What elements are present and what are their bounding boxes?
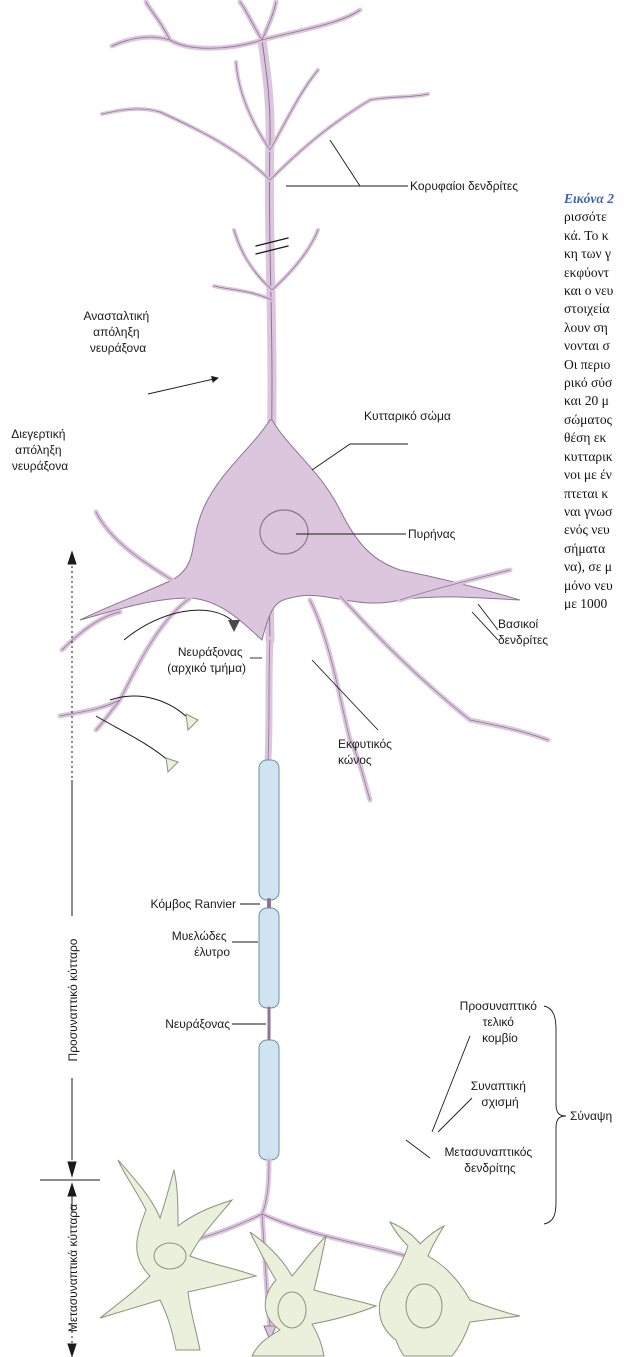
caption-line: ρισσότε (564, 208, 633, 226)
leader-basal (472, 604, 498, 640)
excitatory-terminal (186, 714, 198, 730)
inhibitory-axon (124, 610, 234, 640)
leader-cell-body (312, 444, 408, 470)
caption-line: Οι περιο (564, 356, 633, 374)
label-presynaptic-cell: Προσυναπτικό κύτταρο (66, 938, 80, 1061)
label-axon-initial: Νευράξονας (αρχικό τμήμα) (167, 645, 246, 675)
presynaptic-neuron (60, 2, 548, 1340)
caption-line: κά. Το κ (564, 227, 633, 245)
caption-line: και 20 μ (564, 392, 633, 410)
label-presyn-terminal: Προσυναπτικό τελικό κομβίο (460, 999, 541, 1045)
label-inhibitory-terminal: Ανασταλτική απόληξη νευράξονα (83, 309, 152, 355)
label-apical-dendrites: Κορυφαίοι δενδρίτες (410, 179, 518, 193)
caption-line: ενός νευ (564, 521, 633, 539)
input-terminals (96, 610, 240, 772)
caption-line: να), σε μ (564, 558, 633, 576)
scale-arrow-up (68, 1184, 76, 1196)
nucleus (260, 510, 308, 554)
label-excitatory-terminal: Διεγερτική απόληξη νευράξονα (11, 427, 68, 473)
label-node-ranvier: Κόμβος Ranvier (151, 897, 237, 911)
scale-arrow-down (68, 1162, 76, 1176)
caption-line: πτεται κ (564, 485, 633, 503)
myelin-segment (259, 760, 279, 900)
leader-inhibitory (148, 378, 218, 394)
synapse-brace (544, 1006, 566, 1224)
caption-line: σώματος (564, 411, 633, 429)
caption-line: σήματα (564, 540, 633, 558)
label-cell-body: Κυτταρικό σώμα (364, 409, 451, 423)
scale-arrow-up (68, 552, 76, 564)
excitatory-terminal (166, 758, 178, 772)
label-synaptic-cleft: Συναπτική σχισμή (471, 1079, 530, 1109)
label-synapse: Σύναψη (570, 1109, 612, 1123)
postsynaptic-cells (100, 1160, 520, 1356)
leader-presyn-terminal (432, 1036, 470, 1132)
caption-line: ναι γνωσ (564, 503, 633, 521)
myelin-segment (259, 1040, 279, 1160)
scale-arrow-down (68, 1344, 76, 1356)
caption-line: λουν ση (564, 319, 633, 337)
caption-line: θέση εκ (564, 429, 633, 447)
postsynaptic-cell-right (379, 1222, 520, 1356)
caption-line: κη των γ (564, 245, 633, 263)
leader-postsyn-dendrite (406, 1140, 430, 1158)
postsynaptic-nucleus (406, 1284, 442, 1328)
caption-line: νονται σ (564, 337, 633, 355)
inhibitory-terminal (228, 620, 240, 632)
labels: Κορυφαίοι δενδρίτες Ανασταλτική απόληξη … (11, 179, 612, 1332)
label-postsyn-dendrite: Μετασυναπτικός δενδρίτης (444, 1145, 535, 1175)
caption-line: ρικό σύσ (564, 374, 633, 392)
caption-title: Εικόνα 2 (564, 190, 633, 208)
label-postsynaptic-cells: Μετασυναπτικά κύτταρα (66, 1204, 80, 1332)
caption-line: εκφύοντ (564, 264, 633, 282)
label-basal-dendrites: Βασικοί δενδρίτες (498, 617, 548, 647)
label-myelin: Μυελώδες έλυτρο (172, 929, 231, 959)
caption-line: με 1000 (564, 595, 633, 610)
postsynaptic-nucleus (154, 1243, 186, 1269)
postsynaptic-nucleus (278, 1292, 306, 1328)
myelin-segment (259, 908, 279, 1008)
caption-line: και ο νευ (564, 282, 633, 300)
postsynaptic-cell-middle (250, 1232, 376, 1356)
caption-line: μόνο νευ (564, 577, 633, 595)
label-axon-hillock: Εκφυτικός κώνος (338, 737, 395, 767)
label-nucleus: Πυρήνας (408, 527, 456, 541)
caption-line: στοιχεία (564, 300, 633, 318)
excitatory-axon (96, 716, 170, 762)
caption-line: νοι με έν (564, 466, 633, 484)
leader-lines (148, 140, 566, 1224)
caption-line: κυτταρικ (564, 448, 633, 466)
label-axon: Νευράξονας (165, 1017, 230, 1031)
